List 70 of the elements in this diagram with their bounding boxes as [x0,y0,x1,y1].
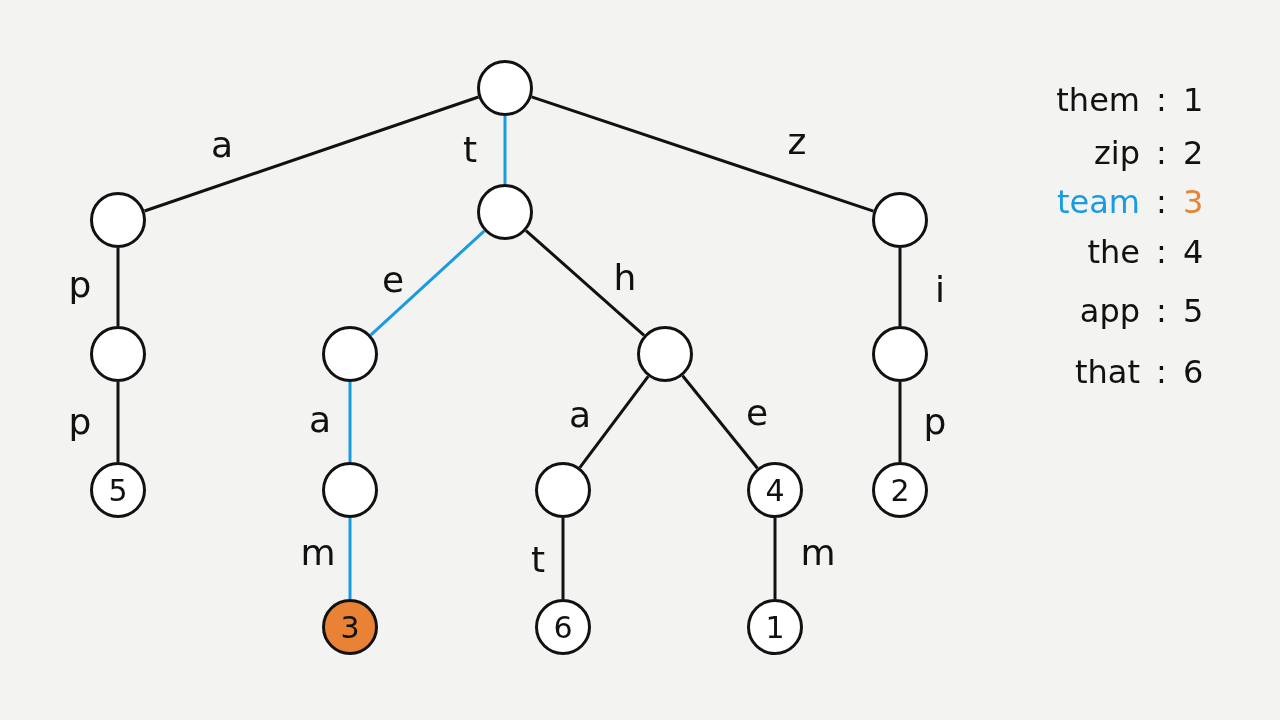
empty-trie-node [637,326,693,382]
node-value: 3 [340,609,360,645]
edge-label: t [530,542,546,578]
tree-edge [144,95,479,213]
trie-node [872,462,928,518]
word-label: team [1057,186,1140,218]
count-label: 6 [1183,356,1204,388]
empty-trie-node [872,192,928,248]
tree-edge [681,374,759,470]
trie-node [535,599,591,655]
trie-node [747,599,803,655]
edge-label: p [923,404,947,440]
edge-label: m [300,535,336,571]
separator: : [1156,186,1167,218]
node-value: 1 [765,609,785,645]
word-label: zip [1094,137,1140,169]
tree-edge [578,375,650,469]
empty-trie-node [90,326,146,382]
node-value: 4 [765,472,785,508]
word-label: them [1056,84,1140,116]
edge-label: p [68,267,92,303]
tree-edge [531,95,874,213]
count-label: 5 [1183,295,1204,327]
tree-edge [369,229,486,337]
tree-edge [116,248,120,326]
empty-trie-node [872,326,928,382]
tree-edge [561,518,565,599]
edge-label: i [935,272,945,308]
tree-edge [503,116,507,184]
count-label: 2 [1183,137,1204,169]
empty-trie-node [322,326,378,382]
edge-label: z [787,124,807,160]
word-label: app [1079,295,1140,327]
trie-node [322,599,378,655]
edge-label: a [568,397,592,433]
tree-edge [524,229,646,337]
edge-label: a [308,402,332,438]
count-label: 1 [1183,84,1204,116]
tree-edge [773,518,777,599]
count-label: 3 [1183,186,1204,218]
trie-node [90,462,146,518]
empty-trie-node [90,192,146,248]
tree-edge [116,382,120,462]
edge-label: m [800,535,836,571]
tree-edge [898,248,902,326]
count-label: 4 [1183,236,1204,268]
word-label: that [1075,356,1140,388]
empty-trie-node [477,184,533,240]
separator: : [1156,356,1167,388]
tree-edge [898,382,902,462]
edge-label: a [210,127,234,163]
node-value: 2 [890,472,910,508]
tree-edge [348,518,352,599]
separator: : [1156,137,1167,169]
tree-edge [348,382,352,462]
edge-label: e [381,262,405,298]
node-value: 5 [108,472,128,508]
edge-label: p [68,404,92,440]
edge-label: h [613,260,637,296]
node-value: 6 [553,609,573,645]
empty-trie-node [322,462,378,518]
edge-label: e [745,395,769,431]
separator: : [1156,84,1167,116]
word-label: the [1087,236,1140,268]
trie-node [747,462,803,518]
separator: : [1156,295,1167,327]
separator: : [1156,236,1167,268]
empty-trie-node [535,462,591,518]
empty-trie-node [477,60,533,116]
edge-label: t [462,132,478,168]
